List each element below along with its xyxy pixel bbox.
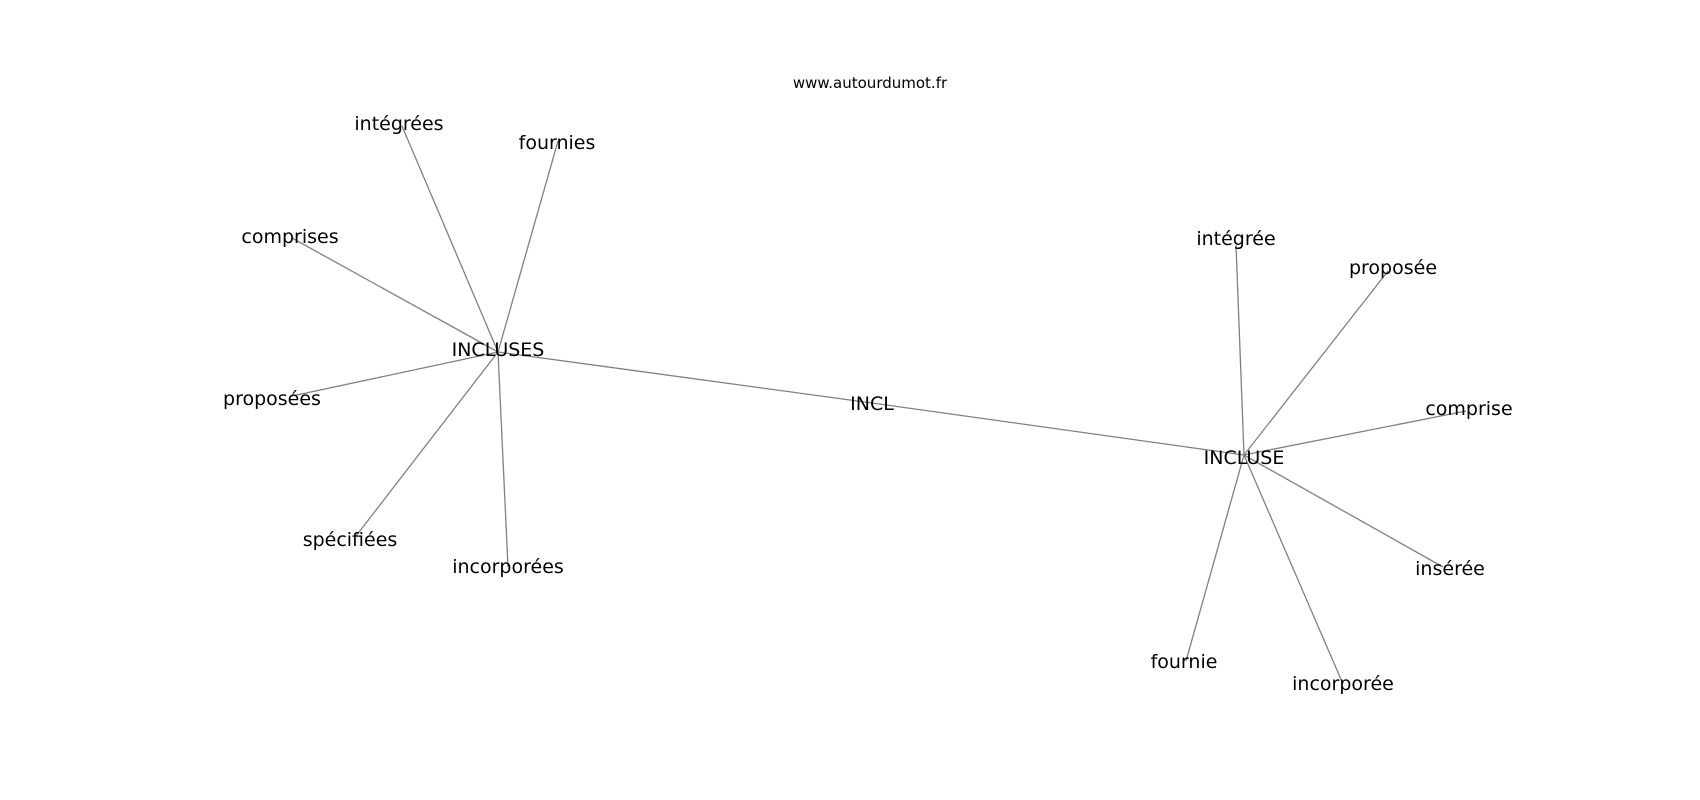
edge-incluse-inseree [1243, 454, 1444, 568]
node-proposee: proposée [1349, 257, 1437, 279]
node-incl: INCL [850, 393, 894, 415]
edge-incluse-integree [1235, 244, 1245, 456]
node-fournie: fournie [1151, 651, 1218, 673]
node-inseree: insérée [1415, 558, 1485, 580]
node-incluse: INCLUSE [1204, 447, 1285, 469]
watermark-text: www.autourdumot.fr [793, 74, 948, 92]
node-comprises: comprises [241, 226, 338, 248]
node-incorporee: incorporée [1292, 673, 1394, 695]
edge-incl-incluses [497, 351, 873, 404]
node-incluses: INCLUSES [452, 339, 545, 361]
node-comprise: comprise [1425, 398, 1512, 420]
node-proposees: proposées [223, 388, 321, 410]
edge-incluses-comprises [291, 237, 499, 353]
node-integree: intégrée [1196, 228, 1275, 250]
edge-incluses-integrees [401, 125, 499, 353]
edge-incluse-comprise [1243, 410, 1467, 456]
node-incorporees: incorporées [452, 556, 564, 578]
edge-incluse-incorporee [1243, 454, 1344, 685]
node-integrees: intégrées [354, 113, 443, 135]
node-specifiees: spécifiées [303, 529, 398, 551]
edge-incluse-proposee [1243, 270, 1389, 456]
edge-incluses-proposees [291, 351, 499, 397]
edge-layer [291, 125, 1467, 685]
label-layer: www.autourdumot.fr INCL INCLUSES INCLUSE… [223, 74, 1513, 695]
edge-incl-incluse [871, 402, 1245, 456]
node-fournies: fournies [519, 132, 596, 154]
edge-incluses-fournies [497, 140, 559, 353]
edge-incluse-fournie [1185, 454, 1245, 662]
edge-incluses-specifiees [355, 351, 499, 537]
edge-incluses-incorporees [497, 351, 509, 568]
